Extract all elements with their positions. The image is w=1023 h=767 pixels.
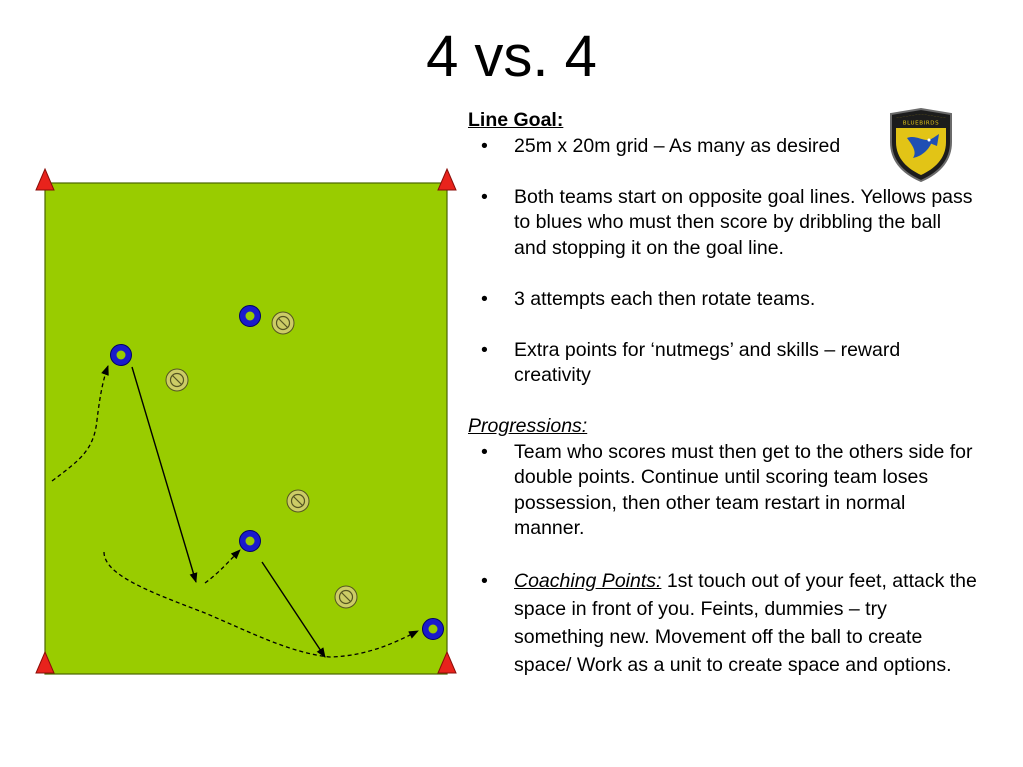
drill-description: Line Goal: 25m x 20m grid – As many as d… — [468, 108, 978, 679]
pass-arrow — [131, 366, 198, 583]
list-item: 25m x 20m grid – As many as desired — [468, 134, 978, 160]
coaching-points-text: 1st touch out of your feet, attack the s… — [514, 570, 977, 676]
yellow-player — [286, 489, 310, 513]
corner-cone — [35, 168, 55, 191]
slide-title: 4 vs. 4 — [426, 24, 597, 89]
yellow-player — [271, 311, 295, 335]
list-item: Both teams start on opposite goal lines.… — [468, 185, 978, 262]
pitch — [44, 182, 448, 675]
line-goal-list: 25m x 20m grid – As many as desired Both… — [468, 134, 978, 389]
blue-player — [422, 618, 444, 640]
list-item: 3 attempts each then rotate teams. — [468, 287, 978, 313]
list-item: Extra points for ‘nutmegs’ and skills – … — [468, 338, 978, 389]
coaching-points-item: Coaching Points: 1st touch out of your f… — [468, 567, 978, 679]
corner-cone — [437, 168, 457, 191]
list-item: Team who scores must then get to the oth… — [468, 440, 978, 542]
dribble-path — [103, 551, 419, 658]
coaching-points-label: Coaching Points: — [514, 570, 662, 592]
blue-player — [110, 344, 132, 366]
blue-player — [239, 530, 261, 552]
progressions-list: Team who scores must then get to the oth… — [468, 440, 978, 680]
run-path — [204, 549, 241, 584]
svg-text:BLUEBIRDS: BLUEBIRDS — [903, 121, 939, 127]
pass-arrow — [261, 561, 326, 658]
run-path — [51, 365, 109, 482]
line-goal-heading: Line Goal: — [468, 109, 564, 131]
blue-player — [239, 305, 261, 327]
progressions-heading: Progressions: — [468, 415, 588, 437]
yellow-player — [334, 585, 358, 609]
yellow-player — [165, 368, 189, 392]
